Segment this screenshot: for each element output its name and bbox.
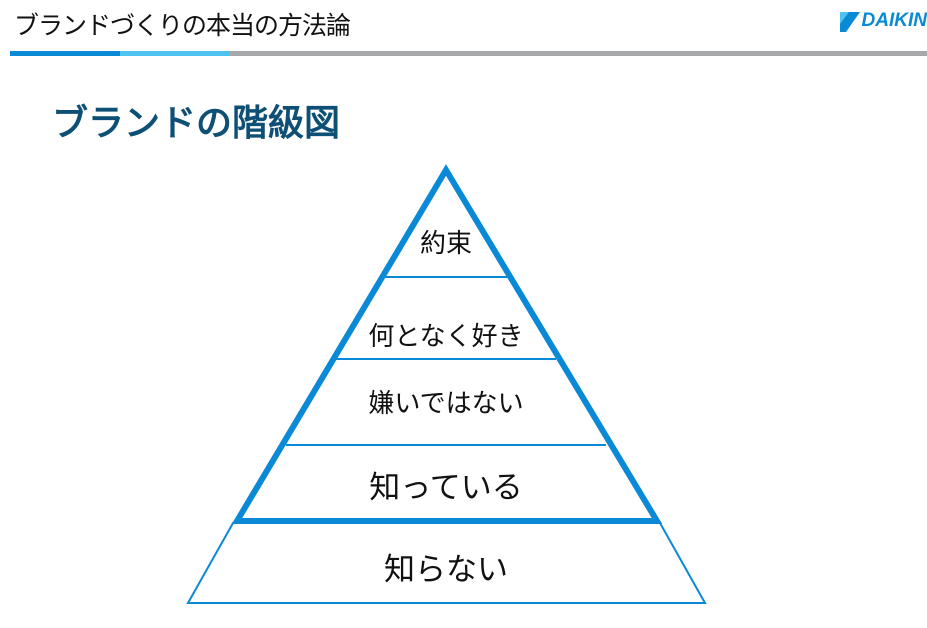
daikin-logo-icon [839,12,860,32]
header-rule-lightblue [120,51,230,56]
level-know: 知っている [369,470,522,506]
level-promise: 約束 [420,229,472,259]
header-rule-gray [230,51,927,56]
level-somehow-like: 何となく好き [368,322,523,352]
level-unknown: 知らない [384,552,508,588]
level-not-dislike: 嫌いではない [368,389,523,419]
header-rule-blue [10,51,120,56]
pyramid-outline [231,164,663,524]
header-title: ブランドづくりの本当の方法論 [14,11,351,40]
daikin-logo: DAIKIN [839,10,927,32]
logo-text: DAIKIN [861,10,927,31]
slide-title: ブランドの階級図 [52,103,341,144]
